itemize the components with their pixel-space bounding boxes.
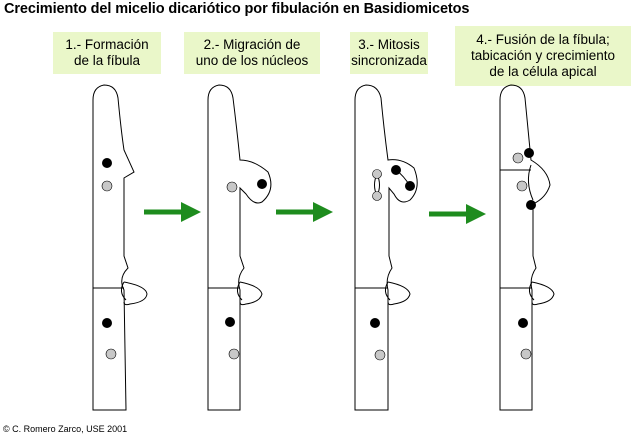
stage-1-nucleus-light-lower — [105, 348, 117, 360]
stage-2-nucleus-light-lower — [228, 348, 240, 360]
stage-4-nucleus-dark-apical — [524, 148, 534, 158]
stage-3-nucleus-light-lower — [374, 349, 386, 361]
step-1-label: 1.- Formación de la fíbula — [53, 32, 161, 74]
stage-1-nucleus-light-upper — [101, 180, 113, 192]
step-2-label: 2.- Migración de uno de los núcleos — [184, 32, 320, 74]
stage-4-nucleus-light-middle — [516, 180, 528, 192]
stage-4-nucleus-light-lower — [520, 348, 532, 360]
stage-4-upper-clamp-fold — [527, 164, 534, 201]
stage-3-lower-clamp — [387, 281, 411, 306]
stage-1-clamp-fold — [120, 281, 127, 301]
stage-4-nucleus-dark-middle — [526, 200, 536, 210]
stage-3-nucleus-dark-lower — [370, 318, 380, 328]
stage-4-clamp-fold — [528, 281, 535, 301]
stage-4-outline — [499, 84, 551, 411]
stage-3-nucleus-dark-a — [391, 165, 401, 175]
diagram-title: Crecimiento del micelio dicariótico por … — [4, 1, 470, 17]
step-1-line-2: de la fíbula — [73, 53, 141, 68]
step-3-line-1: 3.- Mitosis — [358, 37, 420, 52]
step-4-line-2: tabicación y crecimiento — [470, 48, 616, 63]
stage-3-hypha — [354, 84, 418, 411]
step-3-label: 3.- Mitosis sincronizada — [350, 32, 428, 74]
stage-2-nucleus-light-upper — [226, 181, 238, 193]
stage-4-nucleus-dark-lower — [518, 318, 528, 328]
stage-3-nucleus-light-bottom — [372, 191, 382, 201]
stage-2-lower-clamp — [239, 281, 263, 306]
stage-1-lower-clamp — [123, 281, 148, 306]
stage-1-outline — [92, 84, 135, 411]
step-2-line-1: 2.- Migración de — [203, 37, 301, 52]
step-4-line-3: de la célula apical — [489, 64, 597, 79]
stage-3-clamp-fold — [384, 281, 391, 301]
step-4-line-1: 4.- Fusión de la fíbula; — [476, 32, 610, 47]
copyright-note: © C. Romero Zarco, USE 2001 — [3, 424, 128, 434]
stage-2-hypha — [207, 84, 272, 411]
stage-2-clamp-fold — [236, 281, 243, 301]
stage-3-nucleus-dark-b — [405, 181, 415, 191]
stage-1-hypha — [92, 84, 148, 411]
step-3-line-2: sincronizada — [351, 53, 427, 68]
stage-3-nucleus-light-top — [372, 169, 382, 179]
stage-2-outline — [207, 84, 272, 411]
step-4-label: 4.- Fusión de la fíbula; tabicación y cr… — [455, 26, 631, 86]
stage-1-nucleus-dark-lower — [102, 318, 112, 328]
stage-4-nucleus-light-apical — [512, 152, 524, 164]
stage-4-hypha — [499, 84, 555, 411]
stage-1-nucleus-dark-upper — [102, 158, 112, 168]
step-2-line-2: uno de los núcleos — [195, 53, 309, 68]
stage-3-outline — [354, 84, 418, 411]
stage-2-nucleus-dark-clamp — [257, 179, 267, 189]
stage-4-lower-clamp — [531, 281, 555, 306]
step-1-line-1: 1.- Formación — [65, 37, 149, 52]
stage-2-nucleus-dark-lower — [225, 317, 235, 327]
